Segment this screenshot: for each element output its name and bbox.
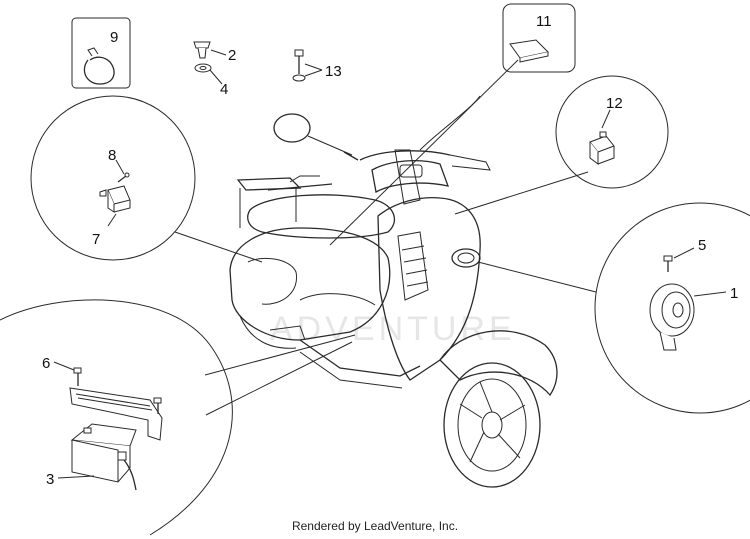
leader-7 [107, 213, 117, 227]
leader-1 [693, 291, 727, 297]
detail-box-part-11 [502, 3, 576, 73]
callout-3: 3 [46, 471, 54, 488]
callout-4: 4 [220, 81, 228, 98]
callout-8: 8 [108, 147, 116, 164]
leader-6 [53, 361, 75, 371]
part-6-bracket [69, 367, 163, 441]
leader-13a [304, 63, 323, 71]
part-1-horn [649, 283, 695, 351]
callout-13: 13 [325, 63, 342, 80]
leader-12 [601, 109, 611, 129]
callout-9: 9 [110, 29, 118, 46]
leader-4 [209, 69, 223, 85]
callout-1: 1 [730, 285, 738, 302]
part-2-clip [193, 41, 211, 59]
part-8-screw [117, 172, 130, 183]
part-9-clamp [83, 47, 115, 85]
part-4-nut [194, 63, 212, 73]
part-3-battery [70, 423, 137, 491]
detail-circle-battery [0, 299, 233, 536]
detail-circle-flasher-12 [555, 75, 669, 189]
leader-13b [304, 69, 323, 77]
detail-circle-horn [594, 202, 750, 414]
part-11-pad [509, 39, 550, 63]
leader-2 [210, 49, 227, 56]
callout-7: 7 [92, 231, 100, 248]
callout-12: 12 [606, 95, 623, 112]
callout-6: 6 [42, 355, 50, 372]
part-5-screw [663, 255, 673, 272]
callout-11: 11 [536, 13, 552, 30]
leader-lines [174, 59, 597, 416]
detail-circle-relay-7 [30, 95, 196, 261]
scooter-illustration [229, 95, 558, 488]
leader-5 [673, 247, 695, 259]
leader-3 [57, 475, 95, 479]
part-7-relay [99, 185, 131, 213]
leader-8 [115, 159, 125, 175]
part-13-bolt [292, 49, 306, 82]
watermark-text: ADVENTURE [270, 310, 516, 348]
detail-box-part-9 [71, 17, 131, 89]
callout-2: 2 [228, 47, 236, 64]
part-12-flasher [589, 131, 615, 165]
footer-credit: Rendered by LeadVenture, Inc. [291, 519, 459, 533]
callout-5: 5 [698, 237, 706, 254]
